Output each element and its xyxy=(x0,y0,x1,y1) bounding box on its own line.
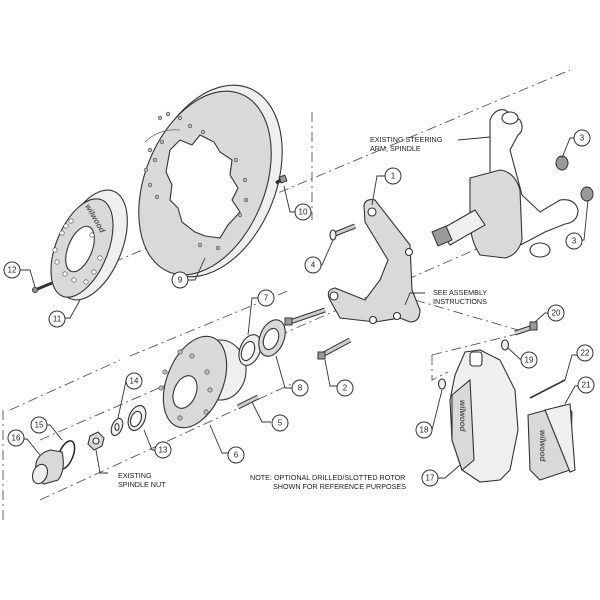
assembly-label-line2: INSTRUCTIONS xyxy=(433,297,487,306)
callout-10: 10 xyxy=(294,203,312,221)
svg-text:12: 12 xyxy=(8,266,17,275)
callout-8: 8 xyxy=(291,379,309,397)
callout-7: 7 xyxy=(257,289,275,307)
part-steering-arm-spindle xyxy=(431,109,579,259)
svg-text:13: 13 xyxy=(159,446,168,455)
steering-arm-label-line2: ARM, SPINDLE xyxy=(370,144,421,153)
svg-text:8: 8 xyxy=(298,384,303,393)
svg-text:2: 2 xyxy=(343,384,348,393)
callout-20: 20 xyxy=(547,304,565,322)
callout-9: 9 xyxy=(171,271,189,289)
callout-22: 22 xyxy=(576,344,594,362)
part-rotor xyxy=(138,84,283,278)
part-inner-bearing xyxy=(238,334,262,366)
callout-16: 16 xyxy=(7,429,25,447)
svg-text:19: 19 xyxy=(525,356,534,365)
callout-11: 11 xyxy=(48,310,66,328)
svg-text:15: 15 xyxy=(35,421,44,430)
svg-text:3: 3 xyxy=(572,237,577,246)
svg-text:5: 5 xyxy=(278,419,283,428)
callout-1: 1 xyxy=(384,167,402,185)
svg-text:16: 16 xyxy=(12,434,21,443)
callout-2: 2 xyxy=(336,379,354,397)
part-caliper-washer xyxy=(500,339,510,351)
callout-5: 5 xyxy=(271,414,289,432)
part-caliper-bolt xyxy=(514,321,538,336)
svg-text:9: 9 xyxy=(178,276,183,285)
rotor-drill-holes xyxy=(143,111,249,251)
part-bracket-bolts xyxy=(284,307,352,360)
svg-text:6: 6 xyxy=(234,451,239,460)
caliper-brand-logo: wilwood xyxy=(458,400,467,433)
annotations: EXISTING STEERING ARM, SPINDLE SEE ASSEM… xyxy=(118,135,487,491)
part-rotor-bolt xyxy=(275,174,288,185)
pad-brand-logo: wilwood xyxy=(538,430,547,463)
part-washer xyxy=(110,417,124,437)
svg-text:22: 22 xyxy=(581,349,590,358)
centerline-lower xyxy=(39,379,301,501)
callout-6: 6 xyxy=(227,446,245,464)
steering-arm-label-line1: EXISTING STEERING xyxy=(370,135,443,144)
part-hat-screw xyxy=(32,281,53,293)
note-line1: NOTE: OPTIONAL DRILLED/SLOTTED ROTOR xyxy=(250,473,405,482)
part-bracket xyxy=(327,199,421,325)
part-seal xyxy=(258,319,286,357)
centerline-caliper-box-2 xyxy=(431,355,449,381)
svg-text:14: 14 xyxy=(130,377,139,386)
svg-text:11: 11 xyxy=(53,315,62,324)
part-outer-bearing xyxy=(127,405,147,431)
svg-text:20: 20 xyxy=(552,309,561,318)
spindle-nut-label-line1: EXISTING xyxy=(118,471,152,480)
part-countersunk-bolt xyxy=(329,223,356,241)
svg-text:21: 21 xyxy=(582,381,591,390)
callout-13: 13 xyxy=(154,441,172,459)
part-caliper: wilwood xyxy=(449,349,519,483)
callout-3b: 3 xyxy=(565,232,583,250)
svg-text:17: 17 xyxy=(426,474,435,483)
callout-18: 18 xyxy=(415,421,433,439)
callout-15: 15 xyxy=(30,416,48,434)
part-spindle-nut xyxy=(87,431,105,451)
part-cotter-pin xyxy=(529,379,566,399)
svg-text:1: 1 xyxy=(391,172,396,181)
part-hat: wilwood xyxy=(50,189,128,301)
callout-19: 19 xyxy=(520,351,538,369)
svg-text:7: 7 xyxy=(264,294,269,303)
part-brake-pad: wilwood xyxy=(527,403,576,481)
part-nut-upper xyxy=(555,155,569,171)
callout-21: 21 xyxy=(577,376,595,394)
part-hub xyxy=(158,335,247,429)
centerline-caliper-box xyxy=(414,299,526,356)
callout-3a: 3 xyxy=(573,129,591,147)
part-hub-bolt xyxy=(236,394,260,410)
svg-text:18: 18 xyxy=(420,426,429,435)
callout-4: 4 xyxy=(304,256,322,274)
callouts: 1 2 3 3 4 5 6 7 8 9 10 11 12 13 14 15 16… xyxy=(3,129,595,487)
callout-12: 12 xyxy=(3,261,21,279)
part-nut-lower xyxy=(580,186,594,202)
callout-17: 17 xyxy=(421,469,439,487)
callout-14: 14 xyxy=(125,372,143,390)
svg-text:10: 10 xyxy=(299,208,308,217)
part-shim-washer xyxy=(437,378,447,390)
note-line2: SHOWN FOR REFERENCE PURPOSES xyxy=(273,482,406,491)
svg-text:4: 4 xyxy=(311,261,316,270)
svg-text:3: 3 xyxy=(580,134,585,143)
spindle-nut-label-line2: SPINDLE NUT xyxy=(118,480,166,489)
assembly-label-line1: SEE ASSEMBLY xyxy=(433,288,487,297)
part-dust-cap xyxy=(31,449,64,485)
